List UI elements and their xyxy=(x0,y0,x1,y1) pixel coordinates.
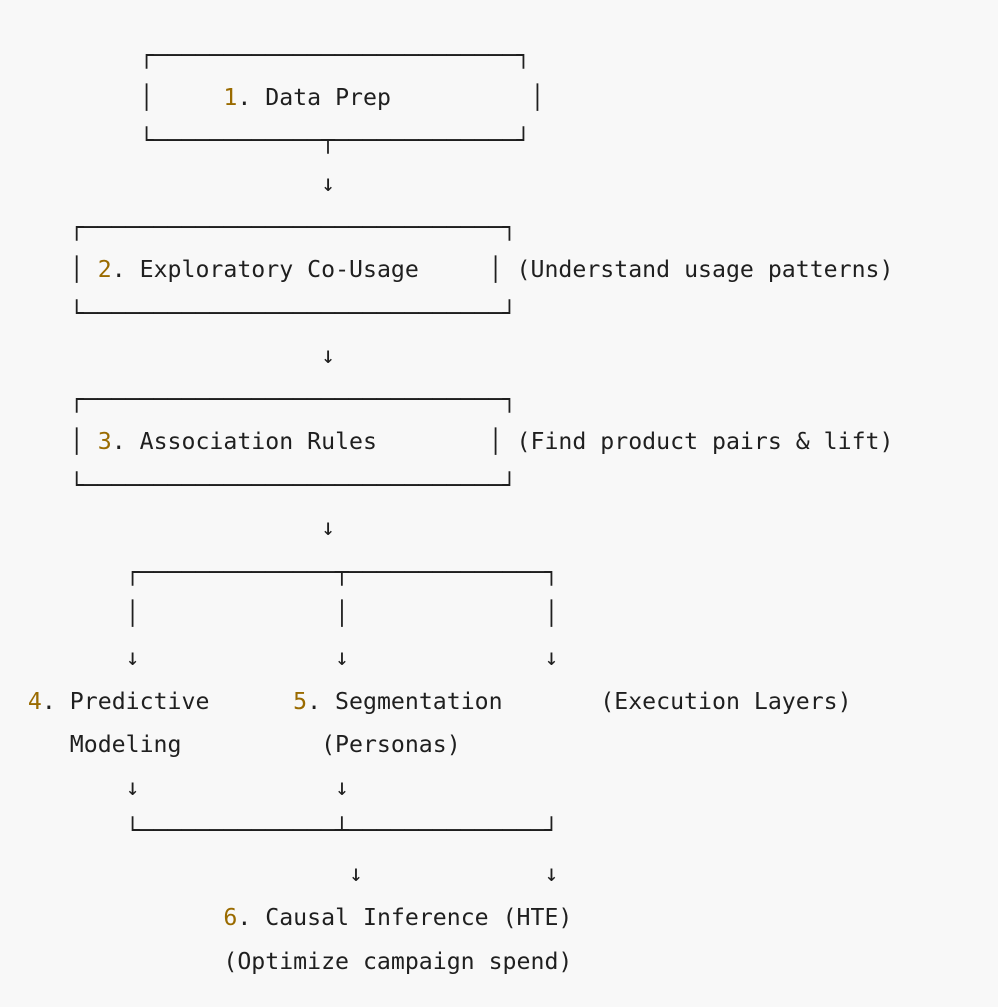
box-2-top-border: ┌──────────────────────────────┐ xyxy=(0,216,517,239)
steps-4-5-arrows: ↓ ↓ xyxy=(0,776,349,799)
line-text: ↓ xyxy=(0,342,336,369)
box-1-bottom-border: └────────────┬─────────────┘ xyxy=(0,127,531,154)
line-text: ┌──────────────────────────┐ xyxy=(0,42,531,69)
step-number: 2 xyxy=(97,256,112,283)
line-text: ↓ xyxy=(0,170,336,197)
merge-connector: └──────────────┴──────────────┘ xyxy=(0,817,559,844)
line-text: . Association Rules │ (Find product pair… xyxy=(111,428,894,455)
line-text: Modeling (Personas) xyxy=(0,731,461,758)
step-number: 4 xyxy=(27,688,42,715)
line-text: │ xyxy=(0,428,98,455)
step-1-data-prep: │ 1. Data Prep │ xyxy=(0,84,545,111)
line-text: ↓ xyxy=(0,514,336,541)
line-text: . Segmentation (Execution Layers) xyxy=(307,688,852,715)
line-text: │ │ │ xyxy=(0,600,559,627)
line-text: ┌──────────────────────────────┐ xyxy=(0,386,517,413)
line-text: ┌──────────────────────────────┐ xyxy=(0,214,517,241)
arrow-1-to-2: ↓ xyxy=(0,172,335,195)
line-text: └──────────────┴──────────────┘ xyxy=(0,817,559,844)
box-1-top-border: ┌──────────────────────────┐ xyxy=(0,42,531,69)
line-text: . Exploratory Co-Usage │ (Understand usa… xyxy=(111,256,894,283)
line-text xyxy=(0,904,223,931)
steps-4-5-sublabels: Modeling (Personas) xyxy=(0,733,461,756)
step-2-exploratory-co-usage: │ 2. Exploratory Co-Usage │ (Understand … xyxy=(0,256,894,283)
line-text: └──────────────────────────────┘ xyxy=(0,300,517,327)
line-text: ↓ ↓ xyxy=(0,860,559,887)
box-2-bottom-border: └──────────────────────────────┘ xyxy=(0,302,517,325)
line-text: . Predictive xyxy=(41,688,294,715)
merge-arrows: ↓ ↓ xyxy=(0,862,558,885)
box-3-bottom-border: └──────────────────────────────┘ xyxy=(0,474,517,497)
arrow-3-down: ↓ xyxy=(0,516,335,539)
line-text: │ xyxy=(0,84,224,111)
line-text: . Causal Inference (HTE) xyxy=(237,904,573,931)
line-text: ↓ ↓ xyxy=(0,774,350,801)
step-6-causal-inference: 6. Causal Inference (HTE) xyxy=(0,906,572,929)
branch-arrows: ↓ ↓ ↓ xyxy=(0,644,559,671)
step-number: 5 xyxy=(293,688,308,715)
box-3-top-border: ┌──────────────────────────────┐ xyxy=(0,388,517,411)
step-6-sublabel: (Optimize campaign spend) xyxy=(0,950,572,973)
steps-4-5-labels: 4. Predictive 5. Segmentation (Execution… xyxy=(0,690,852,713)
line-text: ↓ ↓ ↓ xyxy=(0,644,559,671)
line-text: . Data Prep │ xyxy=(237,84,545,111)
line-text: └────────────┬─────────────┘ xyxy=(0,127,531,154)
step-number: 3 xyxy=(97,428,112,455)
branch-vertical-lines: │ │ │ xyxy=(0,600,559,627)
step-3-association-rules: │ 3. Association Rules │ (Find product p… xyxy=(0,428,894,455)
line-text: └──────────────────────────────┘ xyxy=(0,472,517,499)
line-text: │ xyxy=(0,256,98,283)
line-text: ┌──────────────┬──────────────┐ xyxy=(0,559,559,586)
step-number: 6 xyxy=(223,904,238,931)
branch-split-connector: ┌──────────────┬──────────────┐ xyxy=(0,559,559,586)
arrow-2-to-3: ↓ xyxy=(0,344,335,367)
line-text: (Optimize campaign spend) xyxy=(0,948,573,975)
step-number: 1 xyxy=(223,84,238,111)
line-text xyxy=(0,688,28,715)
